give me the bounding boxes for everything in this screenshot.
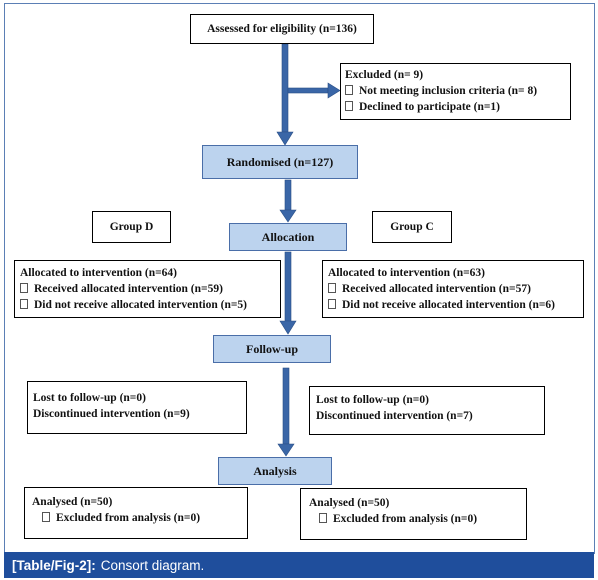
group-d-analysis-box: Analysed (n=50) Excluded from analysis (… — [24, 487, 248, 539]
arrow-head-main-3 — [279, 320, 297, 335]
bullet-icon — [328, 283, 336, 293]
group-c-label: Group C — [372, 211, 452, 243]
bullet-icon — [20, 299, 28, 309]
bullet-icon — [42, 512, 50, 522]
excluded-box: Excluded (n= 9) Not meeting inclusion cr… — [340, 63, 571, 120]
excluded-item: Not meeting inclusion criteria (n= 8) — [345, 83, 570, 99]
arrow-shaft-main-4 — [282, 367, 290, 445]
arrow-head-excluded — [327, 82, 341, 99]
arrow-shaft-main-2 — [284, 179, 292, 211]
bullet-icon — [345, 85, 353, 95]
excluded-title: Excluded (n= 9) — [345, 69, 424, 81]
randomised-stage: Randomised (n=127) — [202, 145, 358, 179]
group-d-label: Group D — [92, 211, 171, 243]
assessed-box: Assessed for eligibility (n=136) — [190, 14, 374, 44]
analysis-stage: Analysis — [218, 457, 332, 485]
assessed-label: Assessed for eligibility (n=136) — [207, 23, 357, 35]
arrow-head-main-2 — [279, 209, 297, 223]
caption-text: Consort diagram. — [100, 557, 205, 573]
bullet-icon — [328, 299, 336, 309]
bullet-icon — [319, 513, 327, 523]
bullet-icon — [345, 101, 353, 111]
followup-stage: Follow-up — [213, 335, 331, 363]
excluded-item: Declined to participate (n=1) — [345, 99, 570, 115]
arrow-shaft-main-1 — [281, 43, 289, 133]
group-c-analysis-box: Analysed (n=50) Excluded from analysis (… — [300, 488, 527, 540]
allocation-stage: Allocation — [229, 223, 347, 251]
group-c-allocation-box: Allocated to intervention (n=63) Receive… — [322, 260, 584, 318]
group-d-allocation-box: Allocated to intervention (n=64) Receive… — [14, 260, 281, 318]
arrow-shaft-main-3 — [284, 251, 292, 322]
group-d-followup-box: Lost to follow-up (n=0) Discontinued int… — [27, 381, 247, 434]
arrow-head-main-1 — [276, 131, 294, 146]
caption-label: [Table/Fig-2]: — [12, 557, 96, 573]
figure-caption: [Table/Fig-2]: Consort diagram. — [4, 552, 594, 578]
arrow-shaft-excluded — [287, 87, 329, 94]
arrow-head-main-4 — [277, 443, 295, 457]
group-c-followup-box: Lost to follow-up (n=0) Discontinued int… — [309, 386, 545, 435]
bullet-icon — [20, 283, 28, 293]
